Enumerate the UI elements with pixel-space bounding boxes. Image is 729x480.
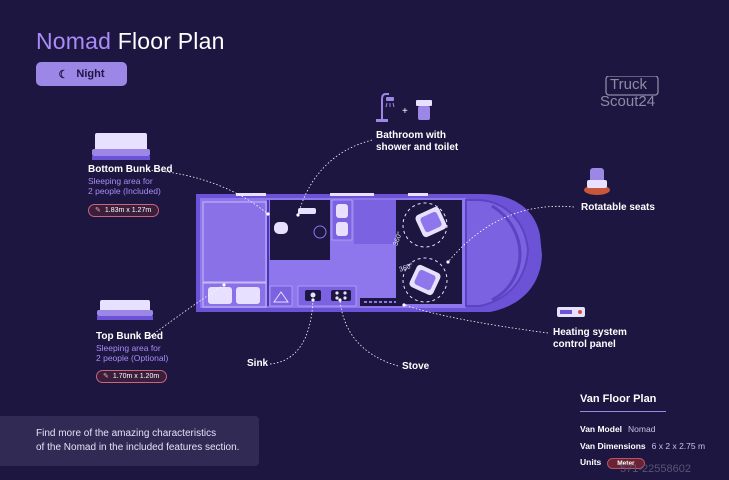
top-bunk-callout: Top Bunk Bed Sleeping area for 2 people … [96, 331, 168, 363]
logo-line1: Truck [610, 76, 647, 93]
heating-control-icon [557, 307, 585, 317]
units-toggle[interactable]: Meter [607, 458, 645, 469]
sink-callout: Sink [247, 358, 268, 370]
bottom-bunk-icon [92, 133, 150, 160]
leader-dots [222, 212, 450, 307]
top-bunk-size-badge: ✎1.70m x 1.20m [96, 370, 168, 383]
night-mode-label: Night [76, 68, 105, 80]
bathroom-callout: Bathroom with shower and toilet [376, 130, 458, 154]
page-title: Nomad Floor Plan [36, 28, 225, 55]
top-bunk-icon [97, 300, 153, 320]
bottom-bunk-desc1: Sleeping area for [88, 176, 153, 186]
spec-model-value: Nomad [628, 424, 656, 434]
toilet-icon [416, 100, 432, 120]
shower-icon [376, 93, 395, 122]
top-bunk-desc2: 2 people (Optional) [96, 353, 169, 363]
rotatable-seats-label: Rotatable seats [581, 202, 655, 213]
stove-callout: Stove [402, 361, 429, 373]
night-mode-button[interactable]: ☾ Night [36, 62, 127, 86]
heating-line1: Heating system [553, 327, 627, 338]
spec-model-label: Van Model [580, 424, 623, 434]
heating-line2: control panel [553, 339, 616, 350]
pencil-icon: ✎ [95, 207, 101, 214]
leader-lines [147, 139, 575, 367]
moon-icon: ☾ [58, 68, 69, 81]
rotatable-seats-callout: Rotatable seats [581, 202, 655, 214]
plus-sign: + [402, 106, 408, 117]
spec-dims-value: 6 x 2 x 2.75 m [651, 441, 706, 451]
specs-title: Van Floor Plan [580, 393, 666, 412]
heating-callout: Heating system control panel [553, 327, 627, 351]
spec-dims-label: Van Dimensions [580, 441, 646, 451]
bathroom-line1: Bathroom with [376, 130, 446, 141]
truckscout-logo: Truck Scout24 [600, 76, 668, 118]
bottom-bunk-size: 1.83m x 1.27m [104, 207, 152, 214]
logo-frame [605, 76, 659, 96]
bottom-bunk-callout: Bottom Bunk Bed Sleeping area for 2 peop… [88, 164, 172, 196]
stove-label: Stove [402, 361, 430, 372]
pencil-icon: ✎ [103, 373, 109, 380]
info-line2: of the Nomad in the included features se… [36, 442, 240, 453]
features-info-box: Find more of the amazing characteristics… [0, 416, 259, 466]
top-bunk-desc1: Sleeping area for [96, 343, 161, 353]
top-bunk-size: 1.70m x 1.20m [112, 373, 160, 380]
bottom-bunk-size-badge: ✎1.83m x 1.27m [88, 204, 160, 217]
seat-icon [584, 168, 610, 195]
title-brand: Nomad [36, 28, 112, 54]
spec-dimensions: Van Dimensions 6 x 2 x 2.75 m [580, 441, 705, 451]
spec-model: Van Model Nomad [580, 424, 655, 434]
watermark: 571-22558602 [620, 463, 691, 475]
van-body [196, 193, 542, 312]
logo-line2: Scout24 [600, 93, 656, 110]
bottom-bunk-desc2: 2 people (Included) [88, 186, 161, 196]
bathroom-line2: shower and toilet [376, 142, 459, 153]
sink-label: Sink [247, 358, 269, 369]
spec-units: Units Meter [580, 457, 645, 469]
spec-units-label: Units [580, 457, 602, 467]
title-text: Floor Plan [117, 28, 225, 54]
info-line1: Find more of the amazing characteristics [36, 428, 217, 439]
top-bunk-title: Top Bunk Bed [96, 331, 164, 342]
bottom-bunk-title: Bottom Bunk Bed [88, 164, 173, 175]
